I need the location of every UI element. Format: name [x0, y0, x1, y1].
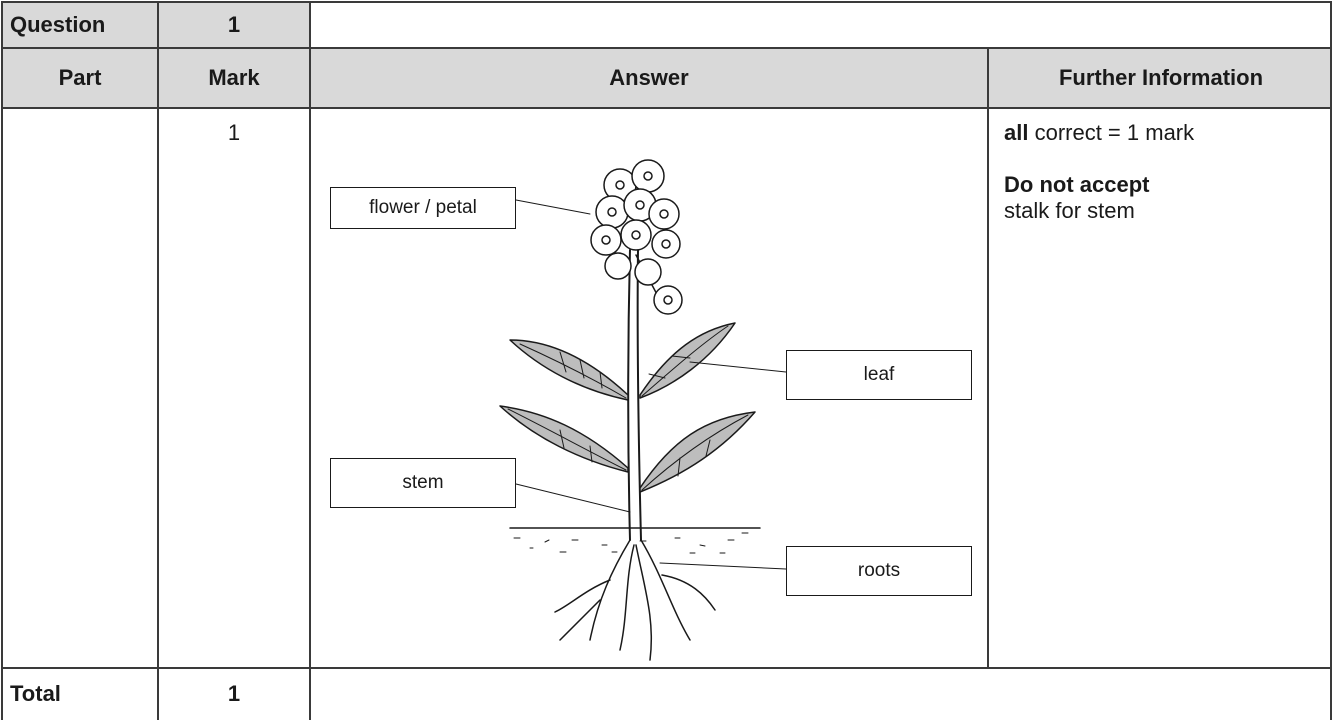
info-bold-do-not-accept: Do not accept — [1004, 172, 1150, 197]
table-line-col3 — [987, 47, 989, 668]
stem-leader-line — [515, 483, 631, 513]
further-info-header: Further Information — [1058, 65, 1264, 90]
info-bold-all: all — [1004, 120, 1029, 145]
flower-cluster — [590, 159, 683, 315]
leaf-label: leaf — [786, 350, 972, 400]
roots-leader-line — [659, 562, 787, 570]
answer-header: Answer — [609, 65, 689, 90]
total-label: Total — [10, 681, 61, 706]
leaf-veins-1 — [519, 343, 627, 399]
roots-label: roots — [786, 546, 972, 596]
table-line-row2 — [1, 107, 1331, 109]
mark-header: Mark — [208, 65, 260, 90]
total-value-cell: 1 — [158, 668, 310, 720]
stem-outline — [636, 249, 642, 541]
table-border-left — [1, 1, 3, 720]
question-label-cell: Question — [2, 2, 158, 48]
leaf-veins-4 — [641, 414, 749, 491]
leaf-upper-left — [509, 339, 629, 401]
further-info-header-cell: Further Information — [988, 48, 1332, 108]
flower-leader-line — [515, 199, 591, 215]
table-line-row3 — [1, 667, 1331, 669]
part-header-cell: Part — [2, 48, 158, 108]
stem-label: stem — [330, 458, 516, 508]
info-line-3: stalk for stem — [1004, 198, 1135, 223]
flower-petal-label-text: flower / petal — [369, 197, 477, 218]
flower-petal-label: flower / petal — [330, 187, 516, 229]
mark-value: 1 — [227, 120, 241, 145]
table-line-col1 — [157, 1, 159, 720]
table-line-row1 — [1, 47, 1331, 49]
soil-marks — [513, 532, 749, 554]
leaf-upper-right — [639, 322, 736, 399]
table-line-col2 — [309, 1, 311, 720]
info-line-2: Do not accept — [1004, 172, 1332, 198]
leaf-veins-3 — [507, 408, 627, 471]
total-value: 1 — [227, 681, 241, 706]
mark-header-cell: Mark — [158, 48, 310, 108]
leaf-leader-line — [689, 361, 787, 373]
leaf-lower-right — [639, 411, 756, 493]
stem-line — [627, 249, 631, 541]
total-label-cell: Total — [2, 668, 158, 720]
info-line-1: all correct = 1 mark — [1004, 120, 1332, 146]
question-label: Question — [10, 12, 106, 37]
leaf-lower-left — [499, 405, 629, 473]
info-correct-text: correct = 1 mark — [1028, 120, 1195, 145]
table-border-top — [1, 1, 1331, 3]
further-info-cell: all correct = 1 mark Do not accept stalk… — [988, 108, 1332, 668]
question-number-cell: 1 — [158, 2, 310, 48]
table-border-right — [1330, 1, 1332, 720]
leaf-veins-2 — [641, 325, 729, 397]
stem-label-text: stem — [402, 472, 444, 493]
answer-header-cell: Answer — [310, 48, 988, 108]
question-number: 1 — [227, 12, 241, 37]
roots-drawing — [554, 539, 716, 661]
roots-label-text: roots — [857, 560, 901, 581]
leaf-label-text: leaf — [863, 364, 895, 385]
part-header: Part — [58, 65, 102, 90]
mark-value-cell: 1 — [158, 108, 310, 668]
